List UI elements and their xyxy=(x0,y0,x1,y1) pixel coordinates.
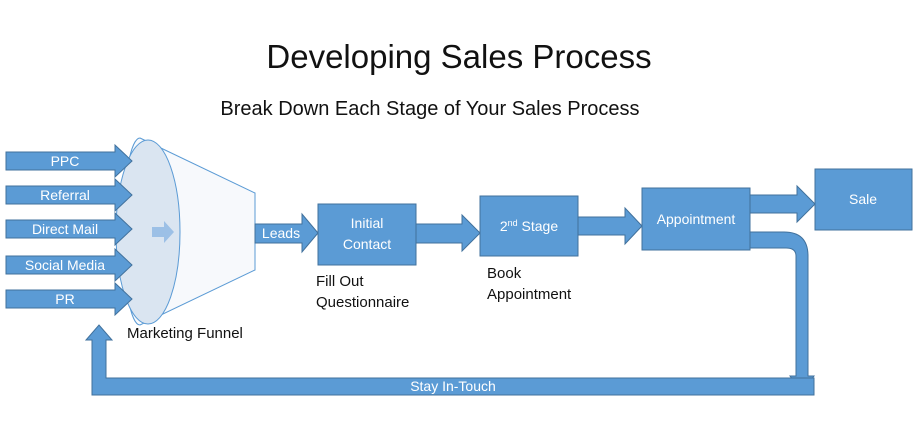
arrow-to-appointment xyxy=(577,206,643,246)
input-arrow-social-media: Social Media xyxy=(5,247,133,283)
second-stage-rest: Stage xyxy=(518,218,559,234)
appointment-label: Appointment xyxy=(657,211,736,227)
input-arrow-referral: Referral xyxy=(5,177,133,213)
diagram-subtitle: Break Down Each Stage of Your Sales Proc… xyxy=(220,98,640,120)
input-label-pr: PR xyxy=(55,291,74,307)
initial-contact-box: Initial Contact xyxy=(317,203,417,266)
second-stage-label: 2nd Stage xyxy=(500,218,559,234)
input-arrow-ppc: PPC xyxy=(5,143,133,179)
second-stage-num: 2 xyxy=(500,218,508,234)
arrow-to-sale xyxy=(749,184,816,224)
diagram-title: Developing Sales Process xyxy=(266,38,652,75)
stay-in-touch-label: Stay In-Touch xyxy=(410,378,496,394)
marketing-funnel-label: Marketing Funnel xyxy=(127,325,243,342)
input-arrow-pr: PR xyxy=(5,281,133,317)
second-stage-sup: nd xyxy=(508,218,518,228)
input-label-ppc: PPC xyxy=(51,153,80,169)
input-label-referral: Referral xyxy=(40,187,90,203)
fill-out-questionnaire-note: Fill Out Questionnaire xyxy=(316,273,410,311)
stay-in-touch-return xyxy=(84,324,815,396)
second-stage-box: 2nd Stage xyxy=(479,195,579,257)
arrow-to-second-stage xyxy=(415,213,481,253)
sale-label: Sale xyxy=(849,191,877,207)
sale-box: Sale xyxy=(814,168,913,231)
leads-arrow: Leads xyxy=(254,212,319,254)
stay-in-touch-loop xyxy=(749,231,815,393)
book-appointment-note: Book Appointment xyxy=(487,265,572,303)
input-arrow-direct-mail: Direct Mail xyxy=(5,211,133,247)
leads-label: Leads xyxy=(262,225,300,241)
appointment-box: Appointment xyxy=(641,187,751,251)
input-label-direct-mail: Direct Mail xyxy=(32,221,98,237)
initial-contact-line-1: Initial xyxy=(351,215,384,231)
funnel-inner-arrow xyxy=(152,221,174,243)
initial-contact-line-2: Contact xyxy=(343,236,391,252)
input-label-social-media: Social Media xyxy=(25,257,105,273)
